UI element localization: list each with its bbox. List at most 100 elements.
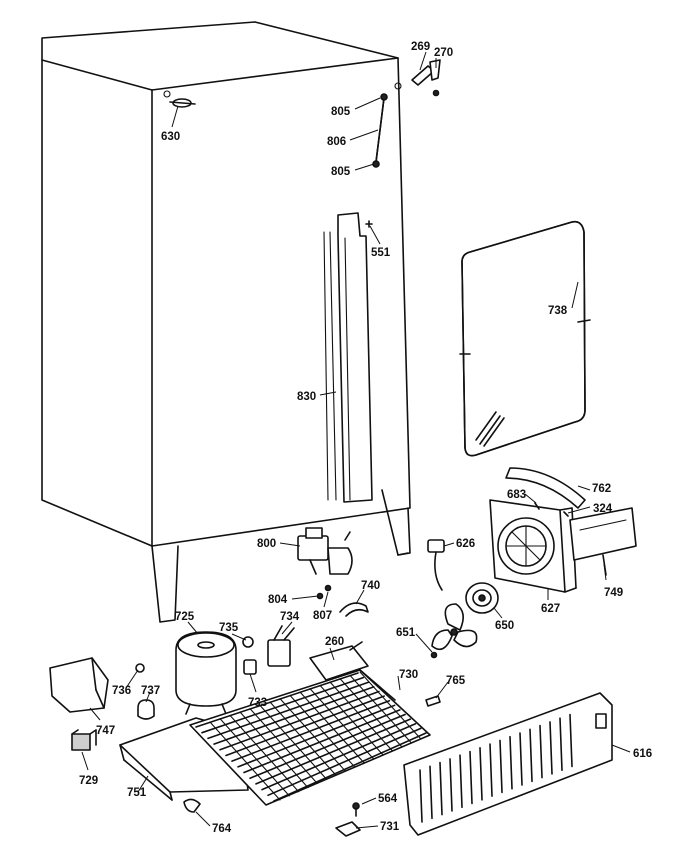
callout-751: 751	[127, 787, 147, 799]
grille-slot	[559, 717, 563, 772]
condenser-coil-row	[237, 704, 396, 768]
condenser-cross-tube	[259, 704, 328, 780]
callout-804: 804	[268, 594, 288, 606]
callout-651: 651	[396, 627, 416, 639]
callout-807: 807	[313, 610, 332, 622]
callout-324: 324	[593, 503, 613, 515]
callout-737: 737	[141, 685, 160, 697]
part-733	[243, 659, 257, 675]
grille-616	[403, 692, 613, 836]
callout-564: 564	[378, 793, 398, 805]
callout-805-top: 805	[331, 106, 351, 118]
clip-740	[339, 602, 369, 617]
callout-270: 270	[434, 47, 453, 59]
condenser-coil-row	[273, 732, 427, 802]
callout-729: 729	[79, 775, 98, 787]
grille-slot	[449, 758, 453, 812]
callout-735: 735	[219, 622, 239, 634]
condenser-cross-tube	[289, 694, 356, 768]
callout-730: 730	[399, 669, 418, 681]
grille-slot	[479, 746, 483, 801]
relay-734	[267, 625, 295, 667]
part-737	[137, 699, 155, 720]
grille-slot	[459, 754, 463, 809]
callout-749: 749	[604, 587, 623, 599]
condenser-cross-tube	[319, 684, 384, 756]
screw-551	[365, 220, 373, 228]
condenser-cross-tube	[279, 698, 346, 772]
grille-slot	[529, 728, 533, 783]
condenser-coil-row	[213, 686, 375, 745]
grille-slot	[509, 735, 513, 790]
condenser-cross-tube	[269, 701, 337, 776]
part-764	[183, 798, 201, 813]
grille-slot	[499, 739, 503, 794]
condenser-cross-tube	[339, 678, 402, 747]
condenser-coil-row	[207, 681, 370, 740]
part-269-270	[411, 59, 441, 97]
callout-616: 616	[633, 748, 652, 760]
motor-650	[465, 582, 499, 614]
callout-626: 626	[456, 538, 475, 550]
callout-747: 747	[96, 725, 115, 737]
callout-731: 731	[380, 821, 400, 833]
cabinet	[41, 21, 411, 623]
part-731	[335, 821, 361, 837]
callout-683: 683	[507, 489, 526, 501]
fan-shroud-627	[489, 499, 577, 593]
grille-slot	[569, 713, 573, 768]
condenser-cross-tube	[299, 691, 365, 764]
condenser-cross-tube	[239, 711, 309, 789]
valve-800	[297, 527, 353, 600]
callout-765: 765	[446, 675, 466, 687]
grille-slot	[469, 750, 473, 805]
condenser-coil-row	[201, 676, 365, 734]
part-729	[71, 729, 97, 751]
condenser-cross-tube	[309, 688, 374, 760]
condenser-coil-row	[195, 672, 359, 728]
screws-683-324	[534, 502, 569, 517]
grille-slot	[439, 761, 443, 816]
callout-725: 725	[175, 611, 195, 623]
condenser-coil-row	[231, 699, 391, 762]
grille-slot	[419, 769, 423, 823]
callout-738: 738	[548, 305, 568, 317]
grille-slot	[429, 765, 433, 820]
compressor-725	[175, 631, 237, 715]
clip-765	[425, 695, 441, 707]
center-channel	[323, 212, 373, 503]
socket-626	[427, 539, 445, 591]
callout-627: 627	[541, 603, 560, 615]
hinge-630	[169, 98, 196, 108]
condenser-coil-row	[249, 713, 406, 780]
callout-762: 762	[592, 483, 611, 495]
callout-740: 740	[361, 580, 380, 592]
callout-734: 734	[280, 611, 300, 623]
grommet-735	[242, 636, 254, 648]
condenser-cross-tube	[219, 718, 290, 797]
grille-slot	[519, 732, 523, 786]
callout-260: 260	[325, 636, 344, 648]
callout-764: 764	[212, 823, 232, 835]
grille-slot	[549, 721, 553, 775]
condenser-coil-row	[243, 709, 401, 774]
callout-806: 806	[327, 136, 346, 148]
panel-749	[569, 507, 637, 576]
callouts: 269 270 805 806 805 630 551 738 830 762 …	[79, 41, 652, 835]
condenser-cross-tube	[209, 721, 281, 801]
tube-806	[372, 93, 388, 168]
gasket-738	[459, 220, 591, 457]
condenser-cross-tube	[229, 714, 300, 793]
grille-slot	[489, 743, 493, 797]
callout-650: 650	[495, 620, 514, 632]
callout-736: 736	[112, 685, 131, 697]
bracket-747	[49, 657, 109, 713]
callout-551: 551	[371, 247, 391, 259]
callout-805-bottom: 805	[331, 166, 351, 178]
callout-800: 800	[257, 538, 276, 550]
screw-564	[352, 802, 360, 817]
condenser-cross-tube	[359, 671, 421, 739]
leader-lines	[81, 51, 631, 829]
condenser-cross-tube	[249, 708, 318, 785]
